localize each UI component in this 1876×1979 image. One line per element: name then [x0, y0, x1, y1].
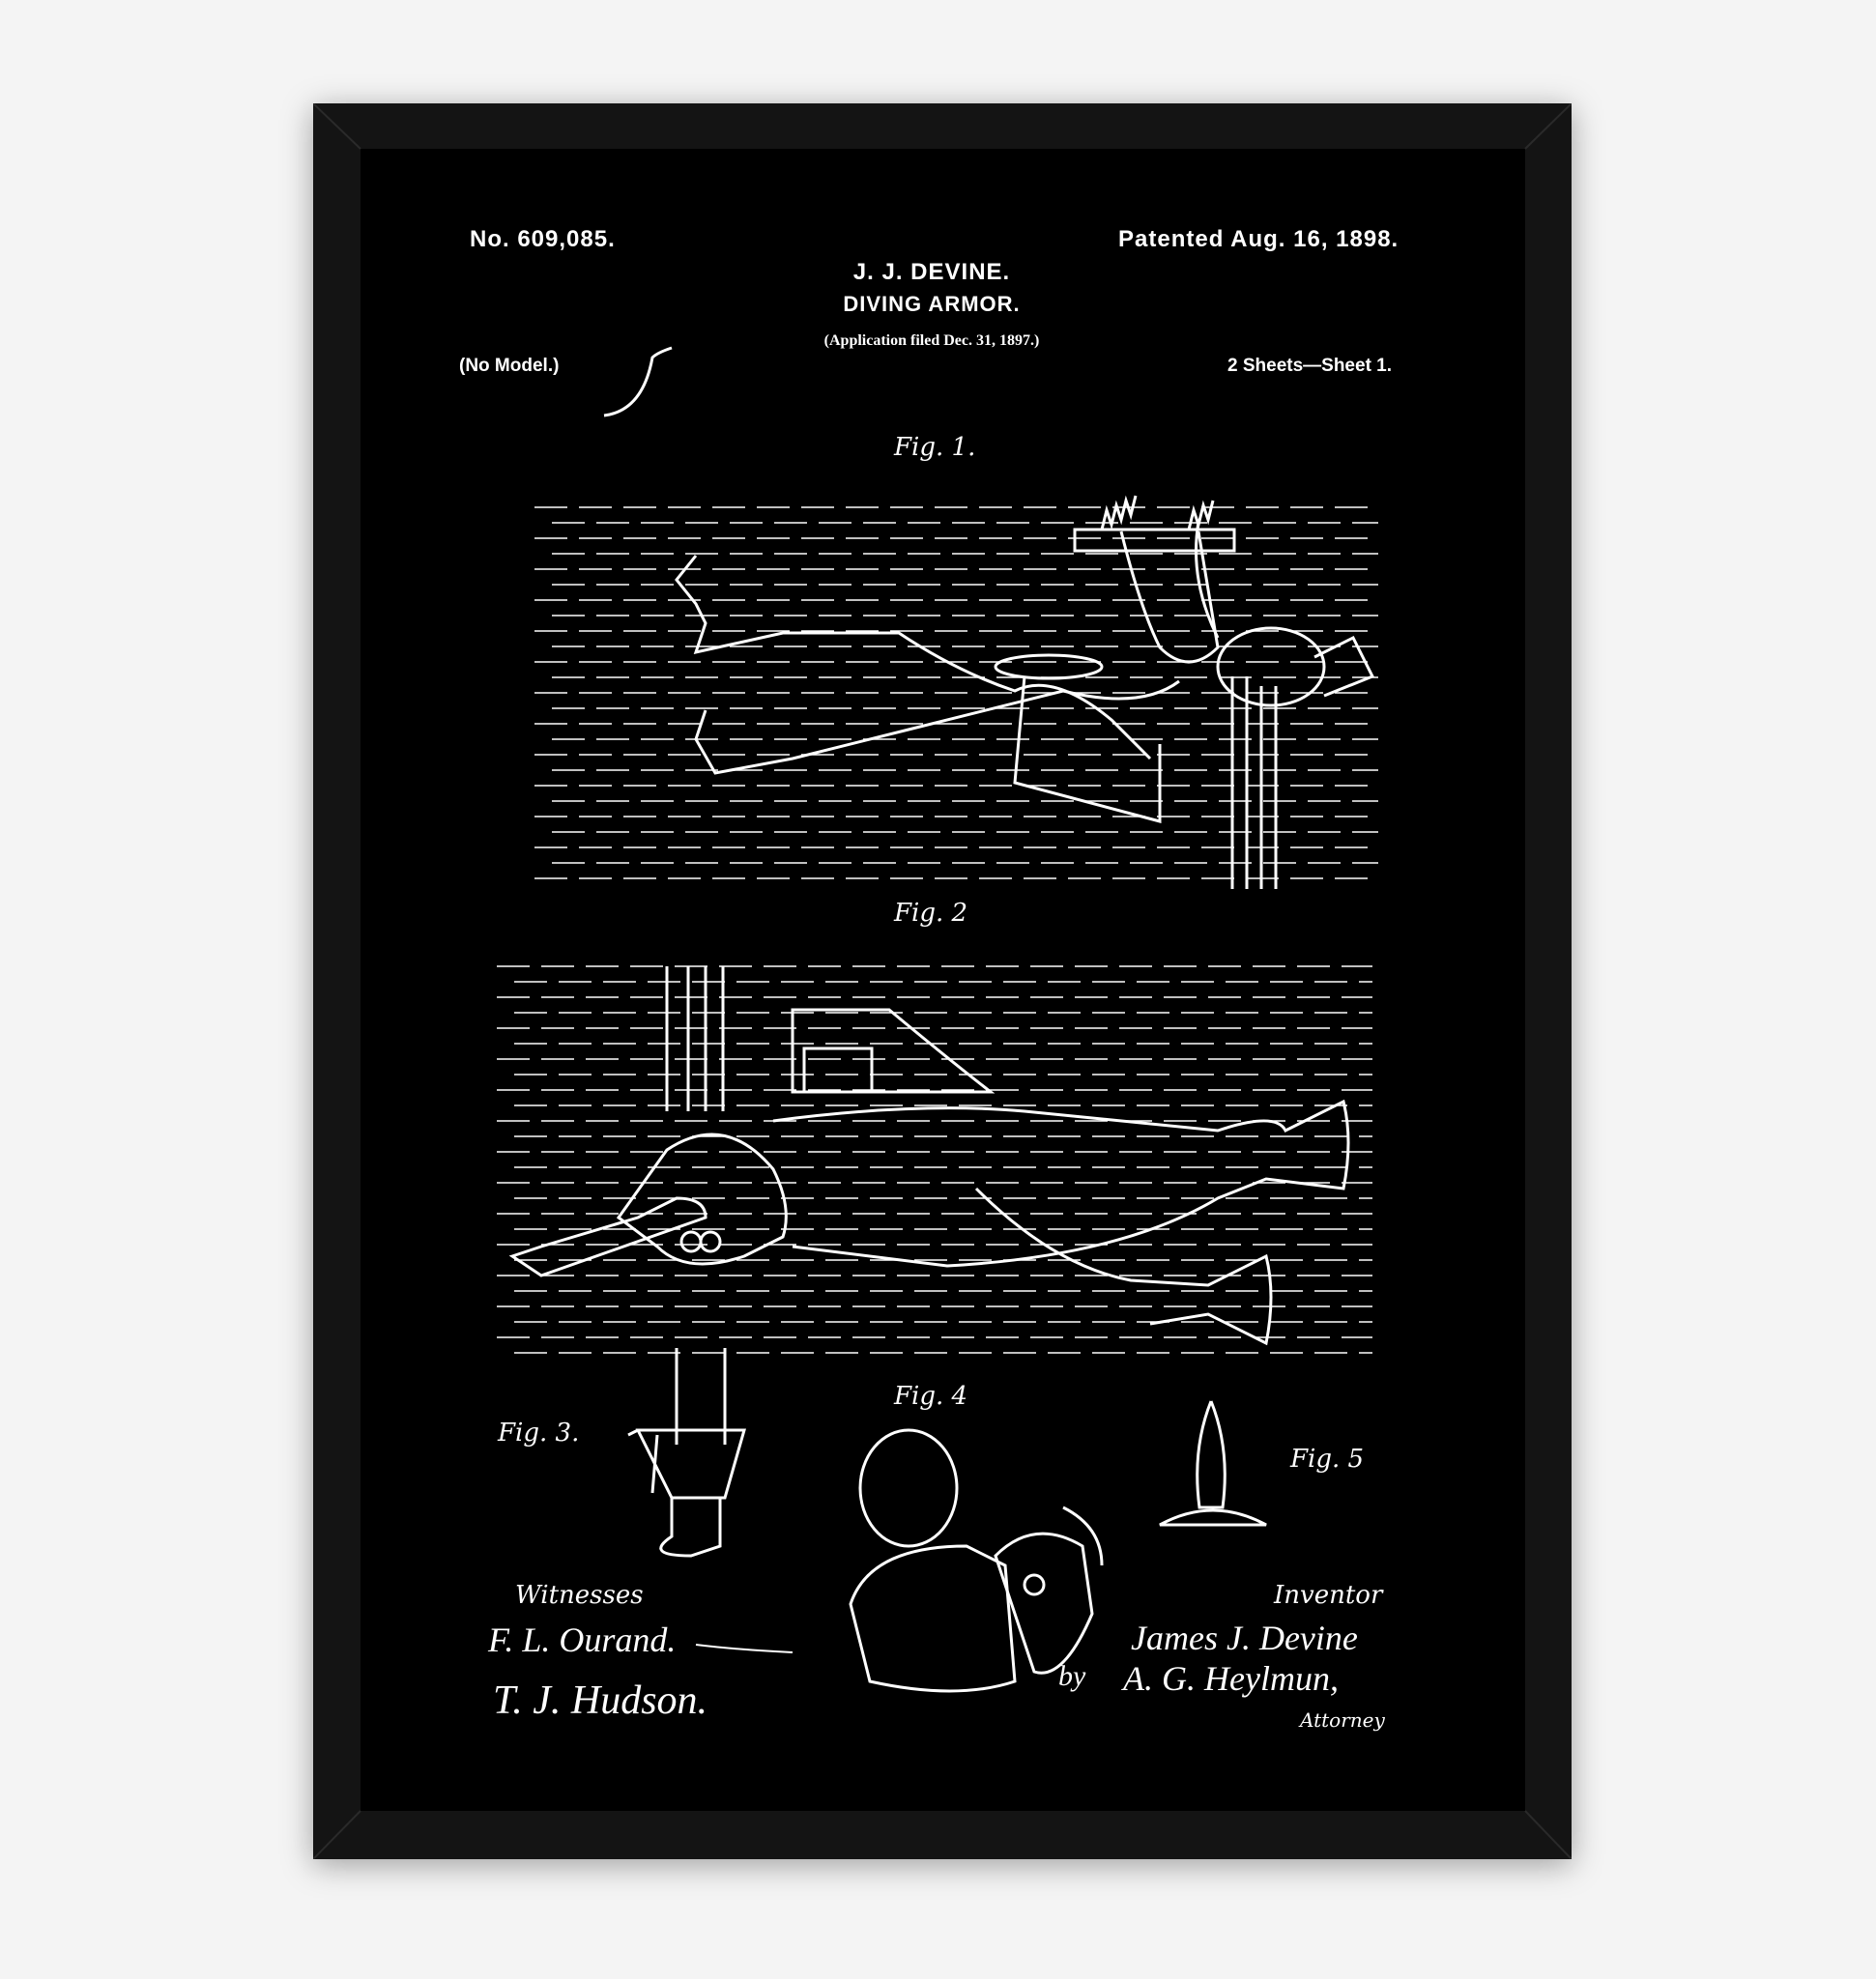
- witness-signature-2: T. J. Hudson.: [493, 1678, 708, 1723]
- fig5-fin-drawing: [1159, 1400, 1267, 1527]
- witness-signature-1: F. L. Ourand.: [488, 1620, 677, 1659]
- signature-underline: [695, 1644, 794, 1653]
- patent-print: [361, 149, 1525, 1811]
- sheet-count: 2 Sheets—Sheet 1.: [1227, 356, 1393, 376]
- attorney-signature: A. G. Heylmun,: [1123, 1659, 1339, 1698]
- fig2-diver-drawing: [508, 966, 1350, 1346]
- inventor-signature: James J. Devine: [1131, 1619, 1358, 1657]
- fig1-diver-drawing: [603, 346, 1375, 889]
- model-note: (No Model.): [459, 356, 560, 376]
- fig5-label: Fig. 5: [1290, 1445, 1365, 1474]
- attorney-label: Attorney: [1300, 1708, 1385, 1732]
- frame-bevel: [313, 103, 1572, 1859]
- fig4-label: Fig. 4: [894, 1382, 968, 1411]
- application-date: (Application filed Dec. 31, 1897.): [823, 332, 1040, 349]
- by-label: by: [1058, 1660, 1086, 1692]
- fig2-label: Fig. 2: [894, 899, 968, 928]
- witnesses-label: Witnesses: [515, 1581, 644, 1610]
- patent-title: DIVING ARMOR.: [843, 292, 1021, 316]
- patent-date: Patented Aug. 16, 1898.: [1118, 226, 1400, 252]
- fig3-label: Fig. 3.: [498, 1419, 580, 1448]
- fig4-head-drawing: [849, 1428, 1104, 1693]
- fig2-water-lines: [497, 965, 1372, 1354]
- patent-number: No. 609,085.: [470, 226, 616, 252]
- inventor-label: Inventor: [1274, 1581, 1383, 1610]
- inventor-name: J. J. DEVINE.: [852, 259, 1011, 285]
- fig1-label: Fig. 1.: [894, 433, 976, 462]
- fig3-fin-drawing: [627, 1348, 746, 1558]
- fig1-water-lines: [534, 506, 1378, 879]
